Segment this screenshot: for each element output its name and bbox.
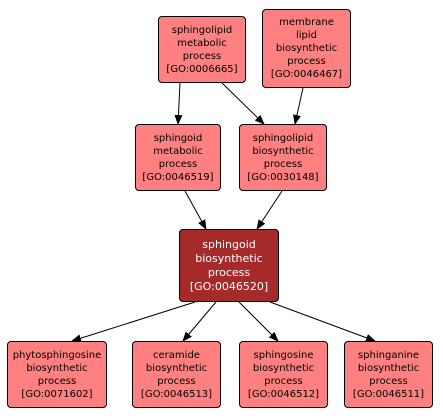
node-label-line: process xyxy=(207,265,251,279)
node-go-id: [GO:0046467] xyxy=(270,69,343,80)
node-label-line: process xyxy=(369,375,408,387)
node-ceramide-biosynthetic-process[interactable]: ceramide biosynthetic process [GO:004651… xyxy=(132,341,221,408)
node-go-id: [GO:0046520] xyxy=(189,279,269,293)
node-label-line: sphingosine xyxy=(253,349,314,361)
node-label-line: metabolic xyxy=(177,37,227,49)
node-label-line: process xyxy=(158,158,198,170)
edge-6665-to-46519 xyxy=(174,82,183,125)
node-label-line: sphinganine xyxy=(357,349,420,361)
node-label-line: biosynthetic xyxy=(275,43,338,54)
node-label-line: biosynthetic xyxy=(252,145,314,157)
node-sphinganine-biosynthetic-process[interactable]: sphinganine biosynthetic process [GO:004… xyxy=(344,341,433,408)
node-go-id: [GO:0006665] xyxy=(166,63,238,75)
node-label-line: biosynthetic xyxy=(357,362,420,374)
node-label-line: process xyxy=(182,50,222,62)
node-label-line: biosynthetic xyxy=(145,362,208,374)
node-go-id: [GO:0071602] xyxy=(21,388,93,400)
node-label-line: sphingoid xyxy=(202,237,256,251)
node-go-id: [GO:0046511] xyxy=(352,388,425,400)
node-sphingolipid-biosynthetic-process[interactable]: sphingolipid biosynthetic process [GO:00… xyxy=(239,124,327,191)
node-label-line: process xyxy=(263,158,303,170)
node-label-line: membrane xyxy=(279,17,334,28)
node-label-line: metabolic xyxy=(153,145,203,157)
node-go-id: [GO:0046519] xyxy=(142,171,214,183)
node-label-line: sphingolipid xyxy=(171,24,233,36)
edge-6665-to-30148 xyxy=(221,82,265,125)
node-label-line: ceramide xyxy=(153,349,200,361)
edge-46519-to-46520 xyxy=(184,190,207,230)
node-phytosphingosine-biosynthetic-process[interactable]: phytosphingosine biosynthetic process [G… xyxy=(7,341,107,408)
node-label-line: process xyxy=(264,375,303,387)
node-label-line: lipid xyxy=(295,30,318,41)
edge-46467-to-30148 xyxy=(293,87,304,125)
node-sphingosine-biosynthetic-process[interactable]: sphingosine biosynthetic process [GO:004… xyxy=(239,341,328,408)
node-label-line: sphingoid xyxy=(153,132,203,144)
node-label-line: process xyxy=(287,56,326,67)
node-membrane-lipid-biosynthetic-process[interactable]: membrane lipid biosynthetic process [GO:… xyxy=(262,9,351,88)
node-sphingoid-biosynthetic-process[interactable]: sphingoid biosynthetic process [GO:00465… xyxy=(179,229,279,302)
node-label-line: biosynthetic xyxy=(195,251,263,265)
node-label-line: phytosphingosine xyxy=(12,349,102,361)
node-go-id: [GO:0046512] xyxy=(247,388,320,400)
node-label-line: biosynthetic xyxy=(26,362,88,374)
node-sphingoid-metabolic-process[interactable]: sphingoid metabolic process [GO:0046519] xyxy=(135,124,221,191)
node-label-line: process xyxy=(37,375,77,387)
edge-46520-to-46511 xyxy=(269,301,376,342)
node-sphingolipid-metabolic-process[interactable]: sphingolipid metabolic process [GO:00066… xyxy=(158,16,246,83)
node-label-line: process xyxy=(157,375,196,387)
edge-30148-to-46520 xyxy=(256,190,283,230)
edge-46520-to-46513 xyxy=(182,301,217,342)
edge-46520-to-71602 xyxy=(71,301,196,343)
edge-46520-to-46512 xyxy=(238,301,279,342)
node-label-line: sphingolipid xyxy=(252,132,314,144)
node-go-id: [GO:0030148] xyxy=(247,171,319,183)
node-go-id: [GO:0046513] xyxy=(140,388,213,400)
node-label-line: biosynthetic xyxy=(252,362,315,374)
